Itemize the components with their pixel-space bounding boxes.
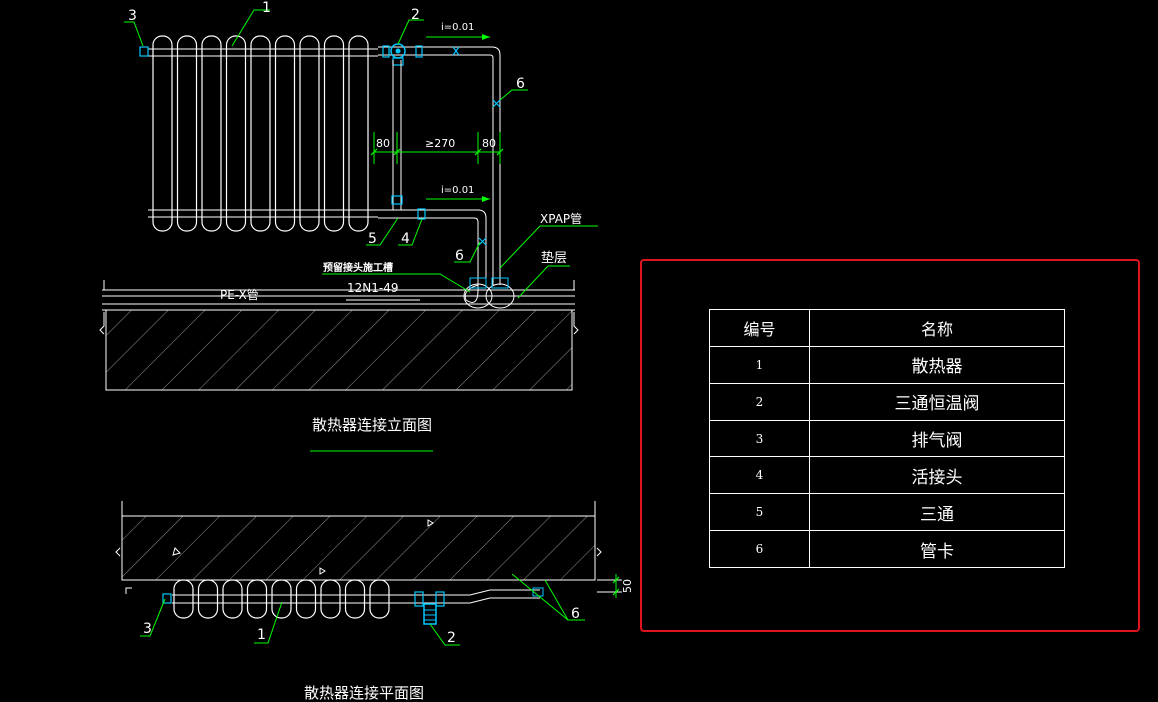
- thermostatic-valve-plan: [423, 603, 437, 625]
- callout-2-elevation: 2: [411, 7, 420, 23]
- table-row: 1 散热器: [709, 346, 1065, 384]
- table-row: 2 三通恒温阀: [709, 382, 1065, 421]
- legend-number: 5: [709, 493, 810, 532]
- legend-name: 三通: [809, 493, 1065, 532]
- radiator-section: [201, 35, 222, 232]
- table-row: 3 排气阀: [709, 419, 1065, 458]
- legend-name: 散热器: [809, 346, 1065, 384]
- callout-5-elevation: 5: [368, 231, 377, 247]
- legend-name: 排气阀: [809, 419, 1065, 458]
- selection-highlight-box[interactable]: [640, 259, 1140, 632]
- radiator-section-plan: [295, 579, 317, 619]
- legend-number: 3: [709, 419, 810, 458]
- callout-6-elevation-lower: 6: [455, 248, 464, 264]
- dim-right: 80: [482, 137, 496, 150]
- callout-1-plan: 1: [257, 627, 266, 643]
- dim-middle: ≥270: [425, 137, 455, 150]
- floor-slab-hatch: [105, 309, 573, 391]
- radiator-section-plan: [246, 579, 268, 619]
- table-row: 4 活接头: [709, 456, 1065, 495]
- radiator-section: [250, 35, 271, 232]
- legend-name: 活接头: [809, 456, 1065, 495]
- air-vent-elevation: [139, 46, 149, 57]
- radiator-section: [225, 35, 247, 232]
- radiator-section-plan: [173, 579, 194, 619]
- radiator-section: [274, 35, 296, 232]
- radiator-section-plan: [344, 579, 366, 619]
- elevation-title: 散热器连接立面图: [312, 416, 432, 434]
- pe-x-pipe-label: PE-X管: [220, 287, 259, 302]
- wall-hatch-plan: [121, 515, 596, 581]
- callout-1-elevation: 1: [262, 0, 271, 16]
- plan-title: 散热器连接平面图: [304, 684, 424, 702]
- callout-6-plan: 6: [571, 606, 580, 622]
- callout-3-plan: 3: [143, 621, 152, 637]
- legend-number: 4: [709, 456, 810, 495]
- legend-table: 编号 名称 1 散热器 2 三通恒温阀 3 排气阀 4 活接头 5 三通 6 管…: [709, 309, 1065, 568]
- xpap-pipe-label: XPAP管: [540, 211, 582, 226]
- radiator-section-plan: [320, 579, 341, 619]
- reference-label: 12N1-49: [347, 281, 398, 295]
- legend-name: 管卡: [809, 530, 1065, 568]
- callout-4-elevation: 4: [401, 231, 410, 247]
- slope-label-bottom: i=0.01: [441, 185, 474, 196]
- legend-number: 2: [709, 382, 810, 421]
- cushion-layer-label: 垫层: [541, 250, 567, 266]
- legend-header-name: 名称: [809, 309, 1065, 347]
- callout-3-elevation: 3: [128, 8, 137, 24]
- callout-2-plan: 2: [447, 630, 456, 646]
- legend-header-number: 编号: [709, 309, 810, 347]
- air-vent-plan: [162, 593, 172, 604]
- dim-depth-plan: 50: [621, 579, 634, 593]
- radiator-section: [299, 35, 320, 232]
- legend-header-row: 编号 名称: [709, 309, 1065, 347]
- dim-left: 80: [376, 137, 390, 150]
- callout-6-elevation-upper: 6: [516, 76, 525, 92]
- radiator-section: [176, 35, 198, 232]
- radiator-section-plan: [369, 579, 390, 619]
- radiator-section-plan: [271, 579, 292, 619]
- radiator-section-plan: [222, 579, 243, 619]
- radiator-section: [323, 35, 345, 232]
- radiator-section: [348, 35, 369, 232]
- legend-name: 三通恒温阀: [809, 382, 1065, 421]
- radiator-section: [152, 35, 173, 232]
- radiator-elevation: [152, 35, 369, 232]
- slope-label-top: i=0.01: [441, 22, 474, 33]
- plan-view: 50 3 1 2 6 散热器连接平面图: [115, 501, 634, 702]
- legend-number: 6: [709, 530, 810, 568]
- legend-number: 1: [709, 346, 810, 384]
- elevation-view: 3 1 2 6 5 4 6 i=0.01 i=0.01 80 ≥270 80 X…: [99, 0, 598, 452]
- radiator-plan: [173, 579, 390, 619]
- table-row: 5 三通: [709, 493, 1065, 532]
- radiator-section-plan: [197, 579, 219, 619]
- table-row: 6 管卡: [709, 530, 1065, 568]
- groove-label: 预留接头施工槽: [323, 261, 393, 274]
